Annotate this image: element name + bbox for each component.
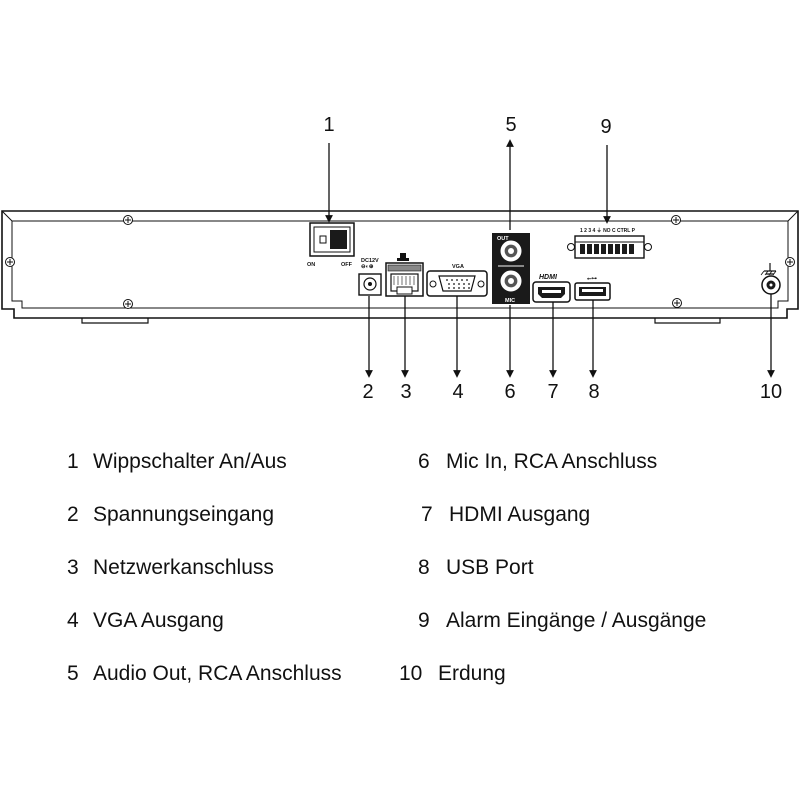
switch-off-label: OFF <box>341 262 353 268</box>
legend-number: 5 <box>67 662 79 685</box>
legend-item: 3 Netzwerkanschluss <box>67 556 274 580</box>
legend-number: 10 <box>399 662 423 685</box>
dc-power-jack <box>358 273 382 296</box>
hdmi-label: HDMI <box>539 274 558 281</box>
legend-number: 4 <box>67 609 79 632</box>
dc-polarity-label: ⊖◐⊕ <box>361 264 374 270</box>
legend-item: 9 Alarm Eingänge / Ausgänge <box>418 609 706 633</box>
alarm-terminal-labels: 1 2 3 4 ⏚ NO C CTRL P <box>580 227 636 234</box>
audio-out-label: OUT <box>497 236 509 242</box>
callout-number-1: 1 <box>323 114 334 136</box>
callout-number-7: 7 <box>547 381 558 403</box>
callout-number-2: 2 <box>362 381 373 403</box>
legend-text: HDMI Ausgang <box>449 503 591 526</box>
callout-number-9: 9 <box>600 116 611 138</box>
legend-item: 7 HDMI Ausgang <box>421 503 590 527</box>
legend-text: USB Port <box>446 556 534 579</box>
rj45-port <box>385 262 424 297</box>
callout-lines-bottom <box>365 294 775 378</box>
switch-on-label: ON <box>307 262 315 268</box>
panel-screws <box>5 215 795 309</box>
mic-in-rca-jack <box>499 269 523 293</box>
legend-item: 1 Wippschalter An/Aus <box>67 450 287 474</box>
screw <box>785 257 795 267</box>
legend-text: Spannungseingang <box>93 503 275 526</box>
legend-number: 6 <box>418 450 430 473</box>
callout-number-5: 5 <box>505 114 516 136</box>
hdmi-port <box>532 281 571 303</box>
audio-out-rca-jack <box>499 239 523 263</box>
legend-item: 4 VGA Ausgang <box>67 609 224 633</box>
vga-port <box>426 270 488 297</box>
callout-number-8: 8 <box>588 381 599 403</box>
legend-text: Netzwerkanschluss <box>93 556 274 579</box>
alarm-terminal-block <box>567 235 652 259</box>
device-chassis <box>1 210 799 324</box>
callout-lines-top <box>325 139 611 230</box>
callout-number-4: 4 <box>452 381 463 403</box>
screw <box>671 215 681 225</box>
legend-item: 8 USB Port <box>418 556 534 580</box>
callout-number-10: 10 <box>760 381 782 403</box>
vga-label: VGA <box>452 264 464 270</box>
legend-item: 5 Audio Out, RCA Anschluss <box>67 662 342 686</box>
mic-label: MIC <box>505 298 515 304</box>
callout-number-3: 3 <box>400 381 411 403</box>
legend-text: VGA Ausgang <box>93 609 224 632</box>
dc-label: DC12V <box>361 258 379 264</box>
legend-item: 10 Erdung <box>399 662 506 686</box>
legend-number: 3 <box>67 556 79 579</box>
network-icon <box>397 253 409 261</box>
legend-number: 9 <box>418 609 430 632</box>
usb-port <box>574 282 611 301</box>
legend-text: Audio Out, RCA Anschluss <box>93 662 342 685</box>
usb-symbol: ⭠⊶ <box>587 276 597 282</box>
rca-audio-block <box>492 233 530 304</box>
legend-text: Alarm Eingänge / Ausgänge <box>446 609 707 632</box>
screw <box>5 257 15 267</box>
callout-number-6: 6 <box>504 381 515 403</box>
power-rocker-switch <box>309 222 355 257</box>
legend-item: 2 Spannungseingang <box>67 503 274 527</box>
screw <box>672 298 682 308</box>
legend-text: Erdung <box>438 662 506 685</box>
legend-number: 1 <box>67 450 79 473</box>
legend-text: Wippschalter An/Aus <box>93 450 287 473</box>
legend-number: 7 <box>421 503 433 526</box>
screw <box>123 215 133 225</box>
screw <box>123 299 133 309</box>
ground-terminal <box>761 275 781 295</box>
legend-number: 8 <box>418 556 430 579</box>
legend-number: 2 <box>67 503 79 526</box>
ground-symbol-icon <box>760 263 777 276</box>
legend-item: 6 Mic In, RCA Anschluss <box>418 450 657 474</box>
legend-text: Mic In, RCA Anschluss <box>446 450 658 473</box>
